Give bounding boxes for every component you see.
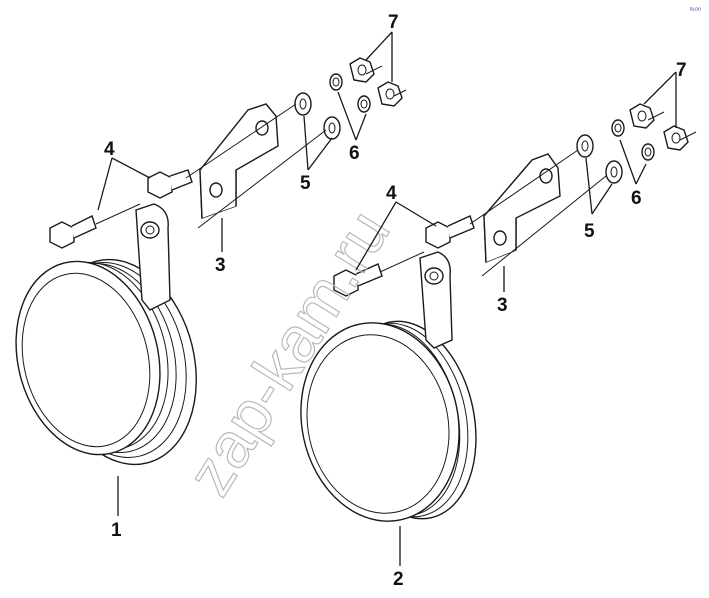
callout-spring-washer-left: 6 (349, 143, 360, 164)
horn-stem-left (135, 203, 171, 311)
spring-washer-left-upper (329, 73, 343, 91)
spring-washer-left-lower (357, 95, 371, 113)
bolt-left-lower (49, 215, 97, 249)
horn-assembly-right (300, 103, 697, 522)
horn-assembly-left (15, 57, 407, 466)
callout-flat-washer-right: 5 (584, 221, 595, 242)
horn-right (300, 320, 477, 522)
callout-nut-left: 7 (388, 12, 399, 33)
bolt-right-upper (425, 215, 475, 249)
callout-bracket-left: 3 (215, 255, 226, 276)
callout-horn-left: 1 (111, 520, 122, 541)
callout-labels: 1 2 3 3 4 4 5 5 6 6 7 7 (104, 12, 687, 590)
bracket-left (199, 103, 279, 219)
flat-washer-right-lower (605, 160, 623, 184)
horn-stem-right (419, 251, 453, 349)
nut-left-lower (377, 81, 403, 107)
horn-left (15, 258, 197, 466)
flat-washer-left-lower (323, 116, 341, 140)
nut-right-lower (663, 125, 689, 151)
flat-washer-right-upper (576, 134, 594, 158)
bolt-right-lower (333, 263, 383, 297)
spring-washer-right-upper (611, 119, 625, 137)
callout-spring-washer-right: 6 (631, 188, 642, 209)
callout-flat-washer-left: 5 (300, 173, 311, 194)
callout-bolt-left: 4 (104, 139, 115, 160)
callout-horn-right: 2 (393, 569, 404, 590)
spring-washer-right-lower (641, 143, 655, 161)
callout-nut-right: 7 (676, 60, 687, 81)
corner-mark: ᴿᴸᴼᴼ (690, 7, 701, 14)
callout-leaders (97, 31, 677, 566)
bolt-left-upper (147, 169, 193, 199)
flat-washer-left-upper (294, 92, 312, 116)
nut-left-upper (349, 57, 375, 83)
bracket-right (483, 153, 561, 264)
nut-right-upper (629, 103, 655, 129)
callout-bracket-right: 3 (497, 295, 508, 316)
callout-bolt-right: 4 (386, 183, 397, 204)
